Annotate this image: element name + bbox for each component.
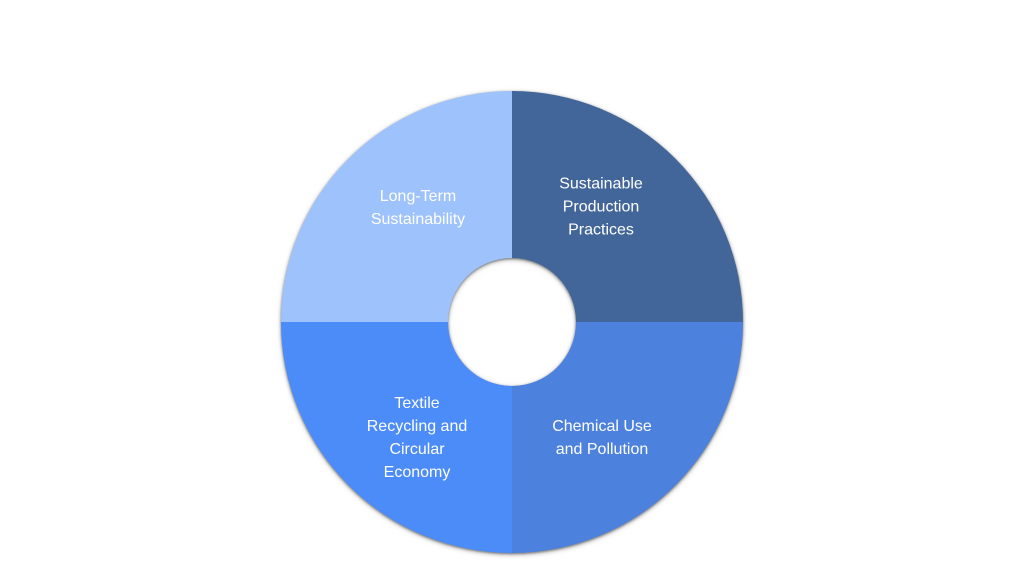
pie-slice-2 xyxy=(512,322,743,553)
pie-slice-3 xyxy=(281,322,512,553)
pie-slice-4 xyxy=(281,91,512,322)
pie-slice-1 xyxy=(512,91,743,322)
donut-chart-svg xyxy=(281,91,743,553)
